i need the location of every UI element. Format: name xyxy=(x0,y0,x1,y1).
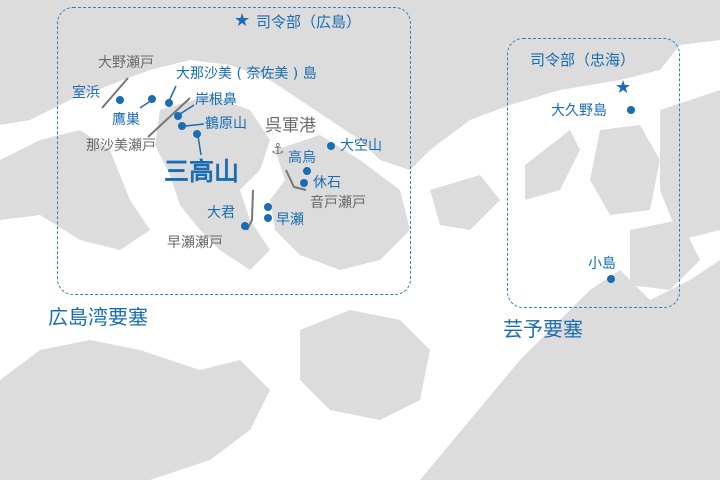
ozorayama-label: 大空山 xyxy=(340,138,382,154)
tsuruharayama-dot xyxy=(178,122,186,130)
island-omishima xyxy=(590,125,660,215)
geiyo-fortress-label: 芸予要塞 xyxy=(503,317,583,341)
land-south-west xyxy=(0,340,270,480)
okunoshima-dot xyxy=(627,106,635,114)
murohama-dot xyxy=(116,96,124,104)
ozorayama-dot xyxy=(327,142,335,150)
kojima-label: 小島 xyxy=(588,256,616,272)
ondo-strait-line xyxy=(285,169,307,191)
hiroshima-fortress-boundary xyxy=(57,7,411,295)
land-shikoku xyxy=(420,260,720,480)
ogimi-dot xyxy=(241,222,249,230)
nasami-strait-line xyxy=(147,97,191,138)
ogimi-label: 大君 xyxy=(207,205,235,221)
star-icon: ★ xyxy=(615,77,632,98)
nasami-island-label: 大那沙美 ( 奈佐美 ) 島 xyxy=(176,66,317,82)
yasumiishi-label: 休石 xyxy=(313,175,341,191)
takanosu-dot xyxy=(148,95,156,103)
mitakayama-dot xyxy=(193,130,201,138)
island-mid xyxy=(525,130,580,200)
takanosu-label: 鷹巣 xyxy=(112,112,140,128)
star-icon: ★ xyxy=(234,10,251,31)
ono-strait-label: 大野瀬戸 xyxy=(98,55,154,71)
hayase-dot-1 xyxy=(264,203,272,211)
land-west-peninsula xyxy=(0,130,150,250)
takaraba-dot xyxy=(303,167,311,175)
mitakayama-leader xyxy=(197,135,202,156)
hiroshima-fortress-label: 広島湾要塞 xyxy=(48,305,148,329)
takaraba-label: 高烏 xyxy=(288,150,316,166)
hayase-strait-label: 早瀬瀬戸 xyxy=(167,235,223,251)
kishinebana-dot xyxy=(174,112,182,120)
kojima-dot xyxy=(607,275,615,283)
kishinebana-label: 岸根鼻 xyxy=(195,92,237,108)
hayase-dot-2 xyxy=(264,214,272,222)
nasami-island-dot xyxy=(165,99,173,107)
okunoshima-label: 大久野島 xyxy=(551,103,607,119)
hq-tadanoumi-label: 司令部（忠海） xyxy=(530,51,636,69)
hq-hiroshima-label: 司令部（広島） xyxy=(256,13,362,31)
island-south xyxy=(630,220,700,290)
geiyo-fortress-boundary xyxy=(507,38,680,308)
ono-strait-line xyxy=(101,77,129,109)
nasami-strait-label: 那沙美瀬戸 xyxy=(86,138,156,154)
anchor-icon: ⚓ xyxy=(271,140,285,158)
tsuruharayama-leader xyxy=(184,123,205,127)
nasami-leader xyxy=(168,85,177,102)
kure-port-label: 呉軍港 xyxy=(265,116,316,136)
island-east-2 xyxy=(660,90,720,240)
hayase-label: 早瀬 xyxy=(276,212,304,228)
yasumiishi-dot xyxy=(300,179,308,187)
land-south-mid xyxy=(300,310,430,420)
ondo-strait-label: 音戸瀬戸 xyxy=(310,195,366,211)
mitakayama-label: 三高山 xyxy=(164,157,240,186)
murohama-label: 室浜 xyxy=(72,85,100,101)
land-north xyxy=(0,0,720,170)
kishinebana-leader xyxy=(179,104,195,115)
island-east-1 xyxy=(430,175,500,230)
tsuruharayama-label: 鶴原山 xyxy=(205,116,247,132)
